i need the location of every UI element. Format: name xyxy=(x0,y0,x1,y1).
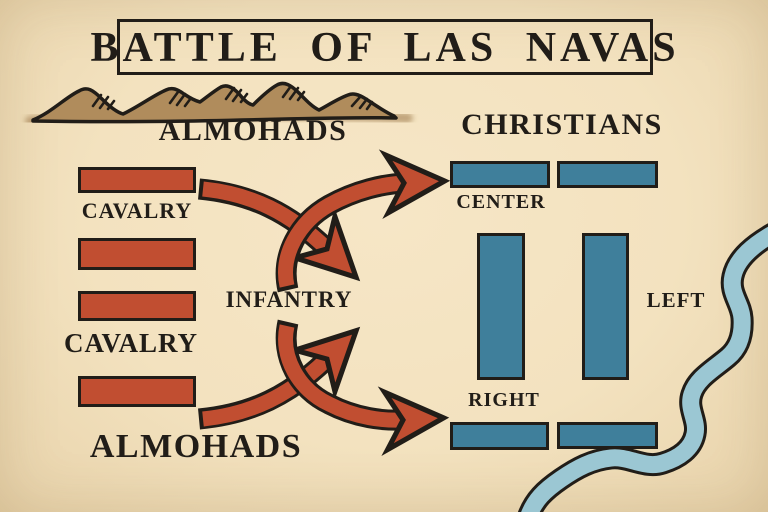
almohads-bottom-label: ALMOHADS xyxy=(89,428,303,465)
mountain-hatch-marks xyxy=(91,84,374,111)
title-banner: BATTLE OF LAS NAVAS xyxy=(90,19,676,75)
almohad-cavalry-rect-3 xyxy=(78,291,196,321)
almohads-top-label: ALMOHADS xyxy=(158,114,348,147)
left-wing-label: LEFT xyxy=(646,288,706,312)
christians-label: CHRISTIANS xyxy=(461,108,663,141)
cavalry-top-label: CAVALRY xyxy=(81,198,193,223)
christian-left-column-2 xyxy=(582,233,629,380)
cavalry-bottom-attack-arrow xyxy=(197,326,361,430)
cavalry-top-attack-arrow xyxy=(197,178,361,282)
christian-center-rect-2 xyxy=(557,161,658,188)
center-wing-label: CENTER xyxy=(456,191,546,213)
page-title: BATTLE OF LAS NAVAS xyxy=(90,25,680,71)
almohad-cavalry-rect-4 xyxy=(78,376,196,407)
christian-left-column-1 xyxy=(477,233,525,380)
infantry-up-attack-arrow xyxy=(275,149,451,293)
christian-right-rect-2 xyxy=(557,422,658,449)
christian-center-rect-1 xyxy=(450,161,550,188)
infantry-label: INFANTRY xyxy=(225,287,353,312)
infantry-down-attack-arrow xyxy=(275,319,450,457)
almohad-cavalry-rect-1 xyxy=(78,167,196,193)
right-wing-label: RIGHT xyxy=(468,389,540,411)
christian-right-rect-1 xyxy=(450,422,549,450)
almohad-cavalry-rect-2 xyxy=(78,238,196,270)
cavalry-bottom-label: CAVALRY xyxy=(63,328,199,358)
